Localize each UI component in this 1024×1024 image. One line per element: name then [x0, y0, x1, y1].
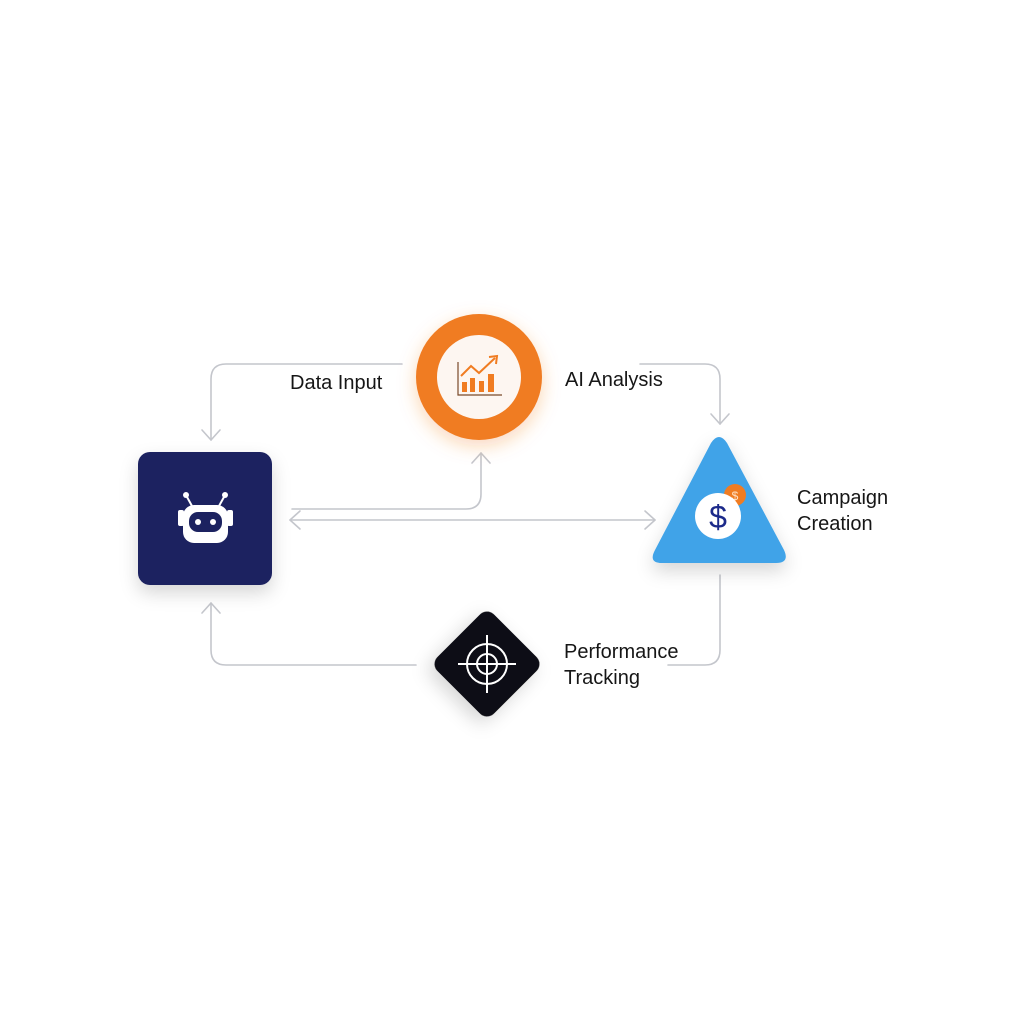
data-input-label: Data Input: [290, 372, 383, 394]
target-crosshair-icon: [458, 635, 516, 693]
chart-growth-icon: [457, 354, 502, 396]
performance-label-line1: Performance: [564, 641, 679, 663]
svg-text:$: $: [732, 489, 739, 503]
arrowhead: [201, 602, 221, 614]
connector-ai-analysis-to-campaign: [639, 363, 721, 425]
svg-text:$: $: [709, 499, 727, 535]
connector-agent-to-data-input: [291, 452, 482, 510]
performance-tracking-label: Performance Tracking: [564, 639, 679, 691]
campaign-label-line2: Creation: [797, 513, 873, 535]
robot-icon: [178, 492, 233, 543]
data-input-node[interactable]: [416, 314, 542, 440]
campaign-creation-label: Campaign Creation: [797, 485, 888, 537]
arrowhead: [289, 510, 301, 530]
ai-analysis-label: AI Analysis: [565, 369, 663, 391]
campaign-label-line1: Campaign: [797, 487, 889, 509]
connector-performance-to-agent: [210, 602, 417, 666]
arrowhead: [644, 510, 656, 530]
dollar-coin-icon: $ $: [695, 484, 746, 539]
arrowhead: [201, 429, 221, 441]
agent-node[interactable]: [138, 452, 272, 585]
arrowhead: [710, 413, 730, 425]
arrowhead: [471, 452, 491, 464]
performance-node[interactable]: [430, 607, 543, 720]
campaign-node[interactable]: $ $: [652, 437, 786, 563]
performance-label-line2: Tracking: [564, 667, 640, 689]
connector-data-input-to-agent: [210, 363, 403, 441]
connector-campaign-to-performance: [667, 574, 721, 666]
